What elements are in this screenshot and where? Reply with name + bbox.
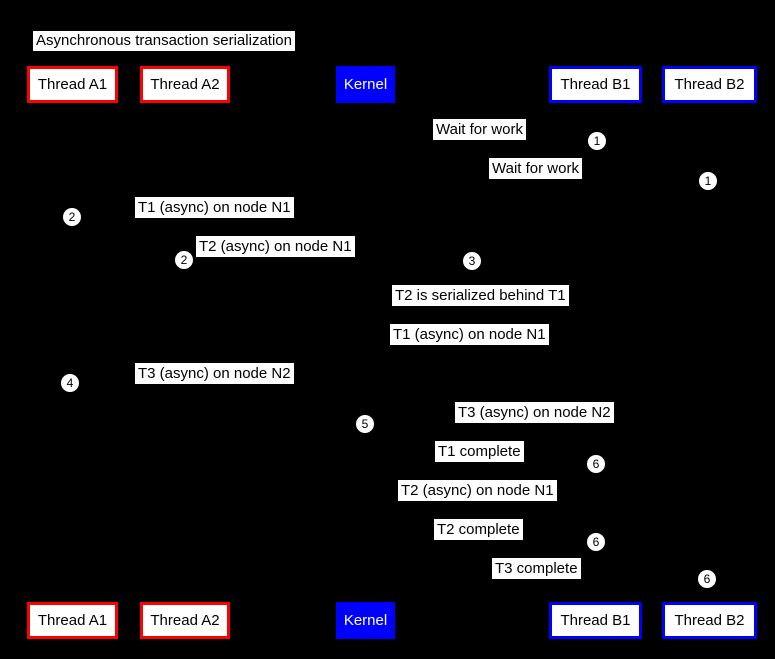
message-wait-for-work-b1: Wait for work — [433, 119, 526, 140]
step-marker-4: 4 — [61, 374, 79, 392]
message-t2-async-node-n1-submit: T2 (async) on node N1 — [196, 236, 355, 257]
message-wait-for-work-b2: Wait for work — [489, 158, 582, 179]
actor-thread-a1-bottom: Thread A1 — [27, 602, 118, 639]
message-t1-async-node-n1-submit: T1 (async) on node N1 — [135, 197, 294, 218]
lifeline-thread-b2 — [709, 103, 710, 602]
actor-thread-b1-bottom: Thread B1 — [549, 602, 642, 639]
message-t3-async-node-n2-submit: T3 (async) on node N2 — [135, 363, 294, 384]
lifeline-thread-b1 — [595, 103, 596, 602]
actor-kernel-bottom: Kernel — [336, 602, 395, 639]
message-t1-complete: T1 complete — [435, 441, 524, 462]
step-marker-2b: 2 — [175, 251, 193, 269]
message-t2-async-node-n1-dispatch: T2 (async) on node N1 — [398, 480, 557, 501]
actor-thread-b1-top: Thread B1 — [549, 66, 642, 103]
step-marker-1b: 1 — [699, 172, 717, 190]
step-marker-1a: 1 — [588, 132, 606, 150]
lifeline-thread-a1 — [72, 103, 73, 602]
actor-thread-a2-bottom: Thread A2 — [140, 602, 230, 639]
message-t3-async-node-n2-dispatch: T3 (async) on node N2 — [455, 402, 614, 423]
actor-thread-a2-top: Thread A2 — [140, 66, 230, 103]
actor-kernel-top: Kernel — [336, 66, 395, 103]
diagram-title: Asynchronous transaction serialization — [33, 31, 295, 51]
actor-thread-b2-bottom: Thread B2 — [662, 602, 757, 639]
step-marker-5: 5 — [356, 415, 374, 433]
step-marker-6c: 6 — [698, 570, 716, 588]
lifeline-kernel — [365, 103, 366, 602]
step-marker-6b: 6 — [587, 533, 605, 551]
message-t3-complete: T3 complete — [492, 558, 581, 579]
step-marker-3: 3 — [463, 252, 481, 270]
message-t1-async-node-n1-dispatch: T1 (async) on node N1 — [390, 324, 549, 345]
message-t2-complete: T2 complete — [434, 519, 523, 540]
actor-thread-a1-top: Thread A1 — [27, 66, 118, 103]
actor-thread-b2-top: Thread B2 — [662, 66, 757, 103]
step-marker-2a: 2 — [63, 208, 81, 226]
step-marker-6a: 6 — [587, 455, 605, 473]
message-t2-serialized-behind-t1: T2 is serialized behind T1 — [392, 285, 569, 306]
lifeline-thread-a2 — [184, 103, 185, 602]
